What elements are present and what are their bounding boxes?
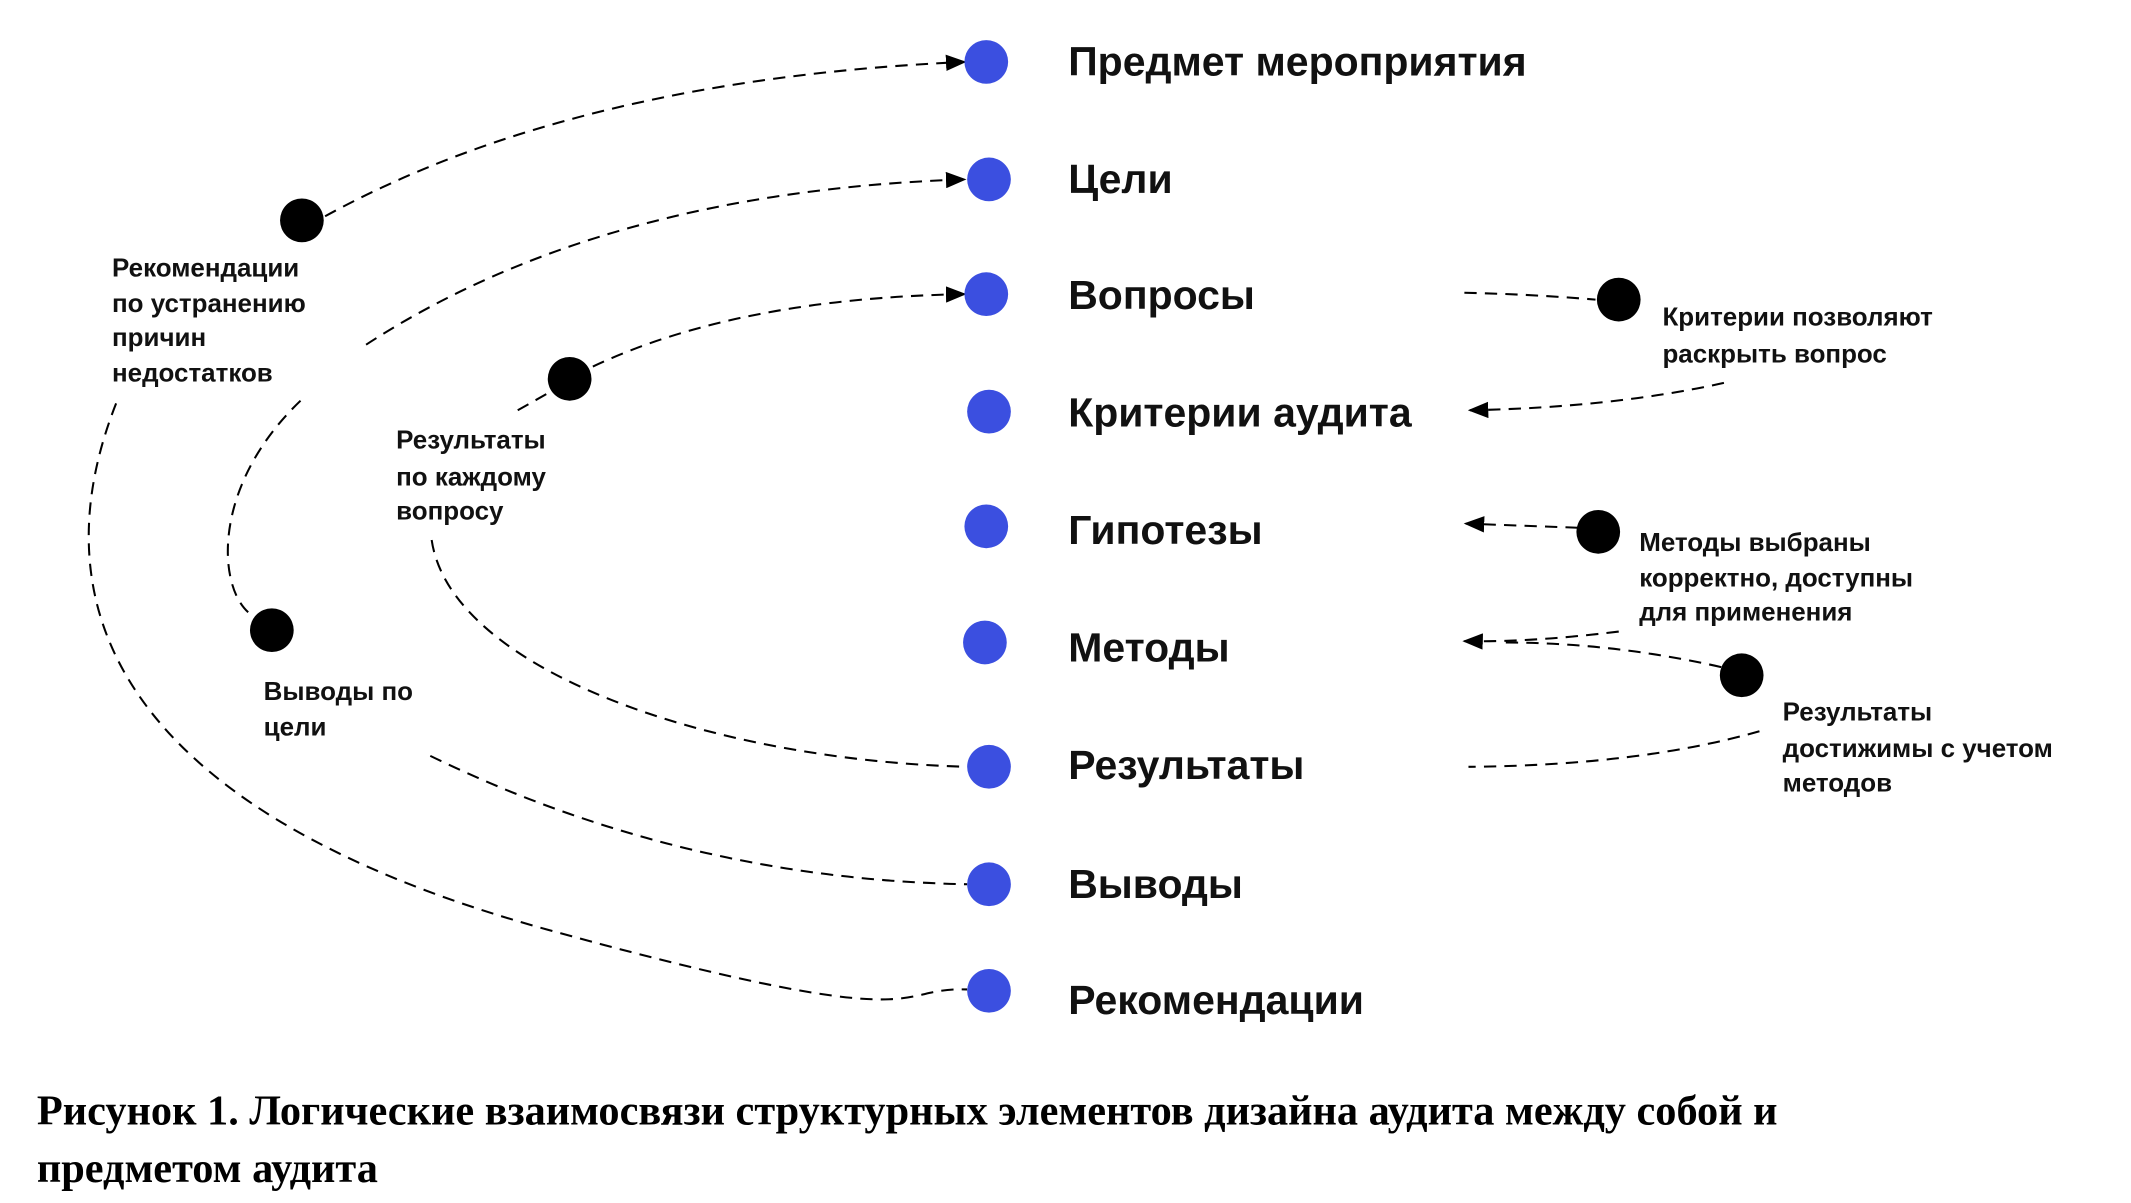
note-line: по устранению [112, 290, 306, 318]
connector-results-right [1468, 730, 1760, 768]
item-dot [964, 272, 1009, 317]
note-dot [1596, 277, 1641, 322]
note-line: раскрыть вопрос [1662, 340, 1886, 368]
figure-caption: предметом аудита [37, 1145, 378, 1192]
note-line: достижимы с учетом [1783, 735, 2053, 763]
curve-results [430, 539, 968, 768]
item-label: Результаты [1068, 742, 1304, 788]
item-label: Цели [1068, 156, 1172, 202]
note-dot [280, 198, 324, 243]
arrow-to-methods [1462, 630, 1619, 650]
note-line: причин [112, 324, 206, 352]
arrow-results-to-questions [592, 286, 967, 368]
note-line: для применения [1639, 599, 1852, 627]
item-dot [963, 620, 1007, 665]
connector-results-methods [1502, 641, 1722, 669]
note-dot [1719, 653, 1764, 698]
note-dot [547, 356, 592, 401]
figure-caption: Рисунок 1. Логические взаимосвязи структ… [37, 1088, 1778, 1135]
item-dot [967, 968, 1011, 1013]
item-dot [967, 744, 1011, 789]
item-dot [967, 157, 1011, 202]
curve-goal-to-conclusions [226, 399, 302, 619]
note-line: Результаты [396, 427, 546, 455]
note-line: Методы выбраны [1639, 529, 1871, 557]
notes: Рекомендации по устранению причин недост… [112, 198, 2053, 797]
note-line: Выводы по [264, 678, 413, 706]
note-line: Критерии позволяют [1662, 304, 1932, 332]
item-label: Гипотезы [1068, 507, 1262, 553]
note-dot [1576, 509, 1621, 554]
note-line: методов [1783, 769, 1892, 797]
note-line: Результаты [1783, 698, 1933, 726]
item-dot [967, 389, 1011, 434]
curve-conclusions [429, 754, 968, 886]
note-line: Рекомендации [112, 254, 299, 282]
note-line: по каждому [396, 463, 546, 491]
item-label: Критерии аудита [1068, 390, 1413, 436]
item-list: Предмет мероприятия Цели Вопросы Критери… [963, 39, 1527, 1023]
connector-criteria [1464, 291, 1596, 301]
item-label: Предмет мероприятия [1068, 39, 1526, 85]
item-label: Вопросы [1068, 272, 1255, 318]
curve-recommendations [87, 403, 968, 1001]
note-line: недостатков [112, 360, 273, 388]
item-dot [964, 40, 1009, 84]
connector-results-short [517, 391, 550, 412]
arrow-to-goals [365, 171, 967, 346]
item-label: Методы [1068, 625, 1229, 671]
note-dot [249, 608, 294, 653]
note-line: вопросу [396, 498, 504, 526]
item-label: Выводы [1068, 861, 1243, 907]
connectors [87, 54, 1760, 1001]
note-line: корректно, доступны [1639, 564, 1913, 592]
item-label: Рекомендации [1068, 977, 1364, 1023]
arrow-recommendations-to-subject [324, 54, 967, 218]
item-dot [964, 504, 1009, 549]
arrow-to-criteria [1467, 381, 1725, 419]
note-line: цели [264, 713, 327, 741]
arrow-to-hypotheses [1463, 516, 1578, 533]
item-dot [967, 862, 1011, 907]
